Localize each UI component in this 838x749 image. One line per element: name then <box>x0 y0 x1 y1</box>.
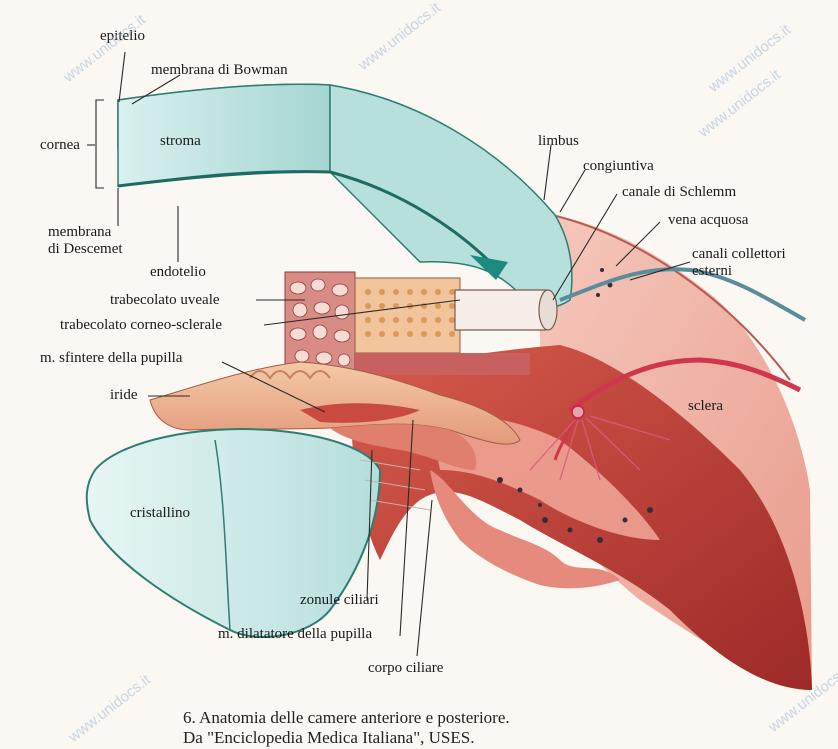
cornea-body <box>330 85 572 308</box>
trabecular-corneo-sclerale-block <box>355 278 460 353</box>
label-schlemm: canale di Schlemm <box>622 184 736 201</box>
label-dilatatore: m. dilatatore della pupilla <box>218 626 372 643</box>
label-zonule-ciliari: zonule ciliari <box>300 592 379 609</box>
label-limbus: limbus <box>538 133 579 150</box>
label-canali-collettori: canali collettori esterni <box>692 246 786 280</box>
label-trabecolato-corneo-sclerale: trabecolato corneo-sclerale <box>60 317 222 334</box>
label-stroma: stroma <box>160 133 201 150</box>
schlemm-canal-opening <box>539 290 557 330</box>
label-corpo-ciliare: corpo ciliare <box>368 660 443 677</box>
vessel-section <box>572 406 584 418</box>
label-cristallino: cristallino <box>130 505 190 522</box>
label-descemet: membrana di Descemet <box>48 224 123 258</box>
label-cornea: cornea <box>40 137 80 154</box>
caption-line-1: 6. Anatomia delle camere anteriore e pos… <box>183 708 510 728</box>
label-trabecolato-uveale: trabecolato uveale <box>110 292 220 309</box>
label-vena-acquosa: vena acquosa <box>668 212 748 229</box>
label-iride: iride <box>110 387 138 404</box>
label-sclera: sclera <box>688 398 723 415</box>
label-endotelio: endotelio <box>150 264 206 281</box>
label-congiuntiva: congiuntiva <box>583 158 654 175</box>
trabecular-lower-strip <box>355 353 530 375</box>
caption-line-2: Da "Enciclopedia Medica Italiana", USES. <box>183 728 474 748</box>
label-sfintere: m. sfintere della pupilla <box>40 350 182 367</box>
label-bowman: membrana di Bowman <box>151 62 288 79</box>
